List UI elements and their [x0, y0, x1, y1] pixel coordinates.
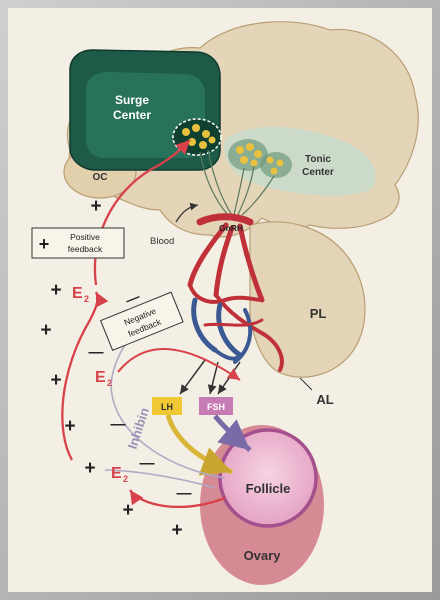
- svg-text:+: +: [171, 520, 182, 541]
- follicle-label: Follicle: [246, 481, 291, 496]
- positive-feedback-line1: Positive: [70, 232, 100, 242]
- lh-label: LH: [161, 402, 173, 412]
- blood-label: Blood: [150, 236, 174, 247]
- positive-feedback-box: + Positive feedback: [32, 228, 124, 258]
- svg-text:—: —: [111, 416, 126, 433]
- svg-text:2: 2: [84, 294, 89, 304]
- oc-label: OC: [93, 172, 108, 183]
- gnrh-label: GnRH: [219, 223, 243, 233]
- svg-text:E: E: [111, 465, 122, 482]
- svg-text:+: +: [40, 320, 51, 341]
- surge-center-label-line1: Surge: [115, 93, 149, 107]
- positive-feedback-line2: feedback: [68, 244, 103, 254]
- surge-center-label-line2: Center: [113, 108, 151, 122]
- fsh-box: FSH: [199, 397, 233, 415]
- svg-text:+: +: [84, 458, 95, 479]
- svg-text:+: +: [64, 416, 75, 437]
- positive-feedback-plus: +: [39, 234, 50, 254]
- svg-text:—: —: [177, 485, 192, 502]
- svg-text:2: 2: [107, 378, 112, 388]
- tonic-center-label-line2: Center: [302, 167, 334, 178]
- svg-text:2: 2: [123, 474, 128, 484]
- pl-label: PL: [310, 306, 327, 321]
- al-label: AL: [316, 392, 333, 407]
- svg-text:—: —: [89, 344, 104, 361]
- svg-text:+: +: [50, 370, 61, 391]
- svg-text:+: +: [122, 500, 133, 521]
- tonic-center-label-line1: Tonic: [305, 154, 331, 165]
- follicle-shape: [220, 430, 316, 526]
- svg-text:E: E: [95, 369, 106, 386]
- fsh-label: FSH: [207, 402, 225, 412]
- svg-text:+: +: [50, 280, 61, 301]
- lh-box: LH: [152, 397, 182, 415]
- ovary-label: Ovary: [244, 548, 282, 563]
- svg-text:—: —: [140, 455, 155, 472]
- svg-text:+: +: [90, 196, 101, 217]
- svg-text:E: E: [72, 285, 83, 302]
